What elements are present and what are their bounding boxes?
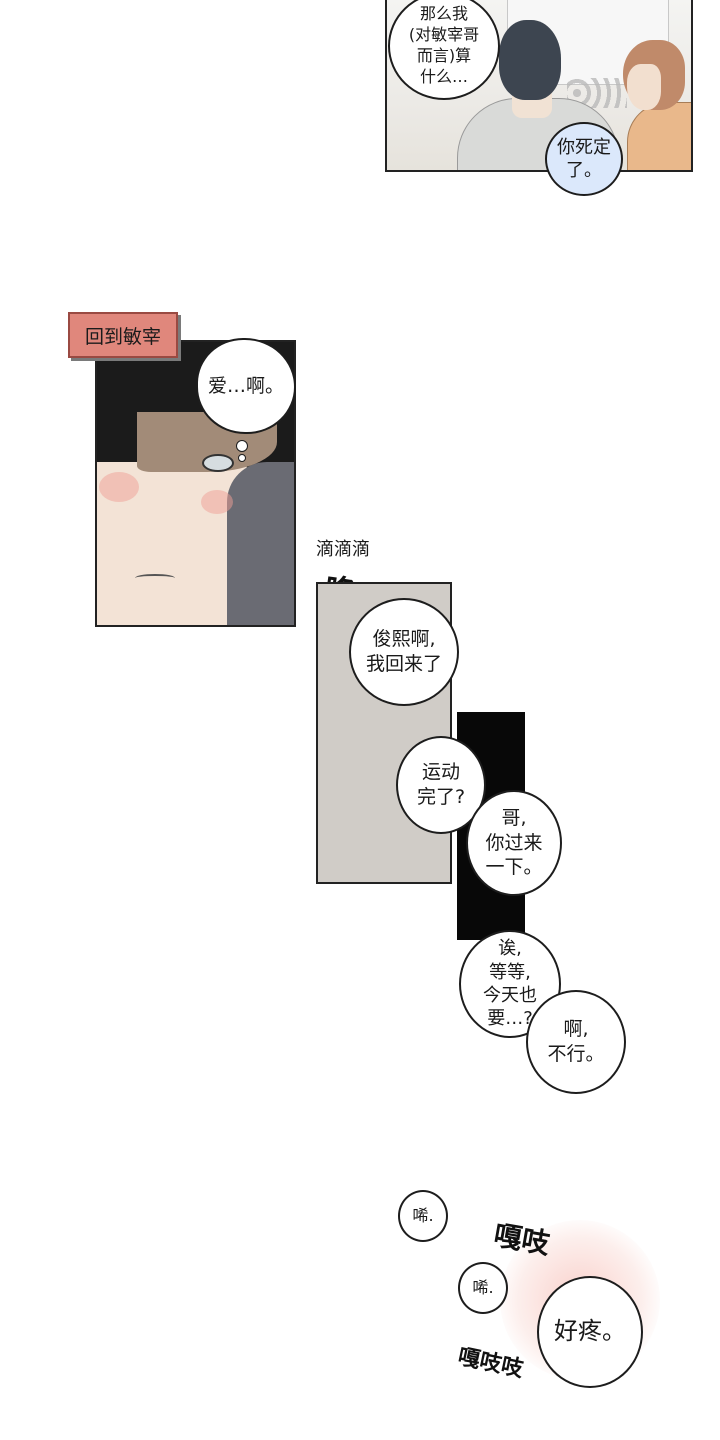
- thought-bubble-love: 爱…啊。: [196, 338, 296, 434]
- cheek-blush-left: [99, 472, 139, 502]
- panel-face-closeup: [95, 340, 296, 627]
- speech-bubble-pant-2: 唏.: [458, 1262, 508, 1314]
- caption-back-to-minzai: 回到敏宰: [68, 312, 178, 358]
- speech-bubble-im-back: 俊熙啊, 我回来了: [349, 598, 459, 706]
- dark-haired-man-head: [499, 20, 561, 100]
- speech-bubble-come-here: 哥, 你过来 一下。: [466, 790, 562, 896]
- thought-dot-1: [236, 440, 248, 452]
- mouth: [135, 574, 175, 582]
- speech-bubble-it-hurts: 好疼。: [537, 1276, 643, 1388]
- speech-bubble-what-am-i: 那么我 (对敏宰哥 而言)算 什么…: [388, 0, 500, 100]
- brown-haired-man-face: [627, 64, 661, 110]
- sfx-creak-1: 嘎吱: [491, 1218, 553, 1261]
- sfx-beep: 滴滴滴: [316, 539, 370, 560]
- eye: [202, 454, 234, 472]
- speech-bubble-no: 啊, 不行。: [526, 990, 626, 1094]
- cheek-blush-right: [201, 490, 233, 514]
- speech-bubble-pant-1: 唏.: [398, 1190, 448, 1242]
- thought-dot-2: [238, 454, 246, 462]
- speech-bubble-youre-dead: 你死定 了。: [545, 122, 623, 196]
- face-shadow: [227, 462, 294, 625]
- brown-haired-man-shirt: [627, 102, 691, 170]
